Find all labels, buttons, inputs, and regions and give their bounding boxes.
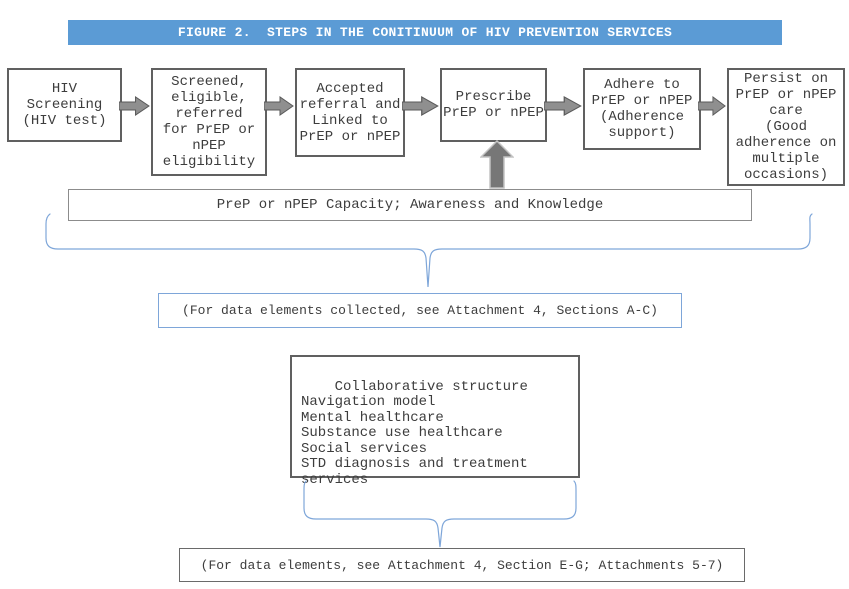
- right-arrow-icon: [119, 96, 150, 116]
- data-elements-note-top: (For data elements collected, see Attach…: [182, 303, 658, 318]
- flow-step-box-prescribe: Prescribe PrEP or nPEP: [440, 68, 547, 142]
- flow-step-label: Adhere to PrEP or nPEP (Adherence suppor…: [591, 77, 693, 141]
- flow-step-box-screened-eligible: Screened, eligible, referred for PrEP or…: [151, 68, 267, 176]
- figure-title-banner: FIGURE 2. STEPS IN THE CONITINUUM OF HIV…: [68, 20, 782, 45]
- flow-step-box-persist: Persist on PrEP or nPEP care (Good adher…: [727, 68, 845, 186]
- flow-step-box-hiv-screening: HIV Screening (HIV test): [7, 68, 122, 142]
- figure-title: FIGURE 2. STEPS IN THE CONITINUUM OF HIV…: [177, 25, 673, 40]
- right-arrow-icon: [264, 96, 294, 116]
- data-elements-note-top-box: (For data elements collected, see Attach…: [158, 293, 682, 328]
- data-elements-note-bottom-box: (For data elements, see Attachment 4, Se…: [179, 548, 745, 582]
- capacity-awareness-box: PreP or nPEP Capacity; Awareness and Kno…: [68, 189, 752, 221]
- flow-step-label: HIV Screening (HIV test): [22, 81, 107, 129]
- up-arrow-icon: [480, 140, 514, 189]
- capacity-awareness-label: PreP or nPEP Capacity; Awareness and Kno…: [216, 197, 604, 213]
- right-arrow-icon: [544, 96, 582, 116]
- flow-step-label: Persist on PrEP or nPEP care (Good adher…: [735, 71, 837, 183]
- flow-step-box-accepted-referral: Accepted referral and Linked to PrEP or …: [295, 68, 405, 157]
- support-services-list: Collaborative structure Navigation model…: [301, 378, 528, 488]
- curly-brace-bottom-icon: [303, 480, 577, 548]
- flow-step-label: Prescribe PrEP or nPEP: [443, 89, 544, 121]
- data-elements-note-bottom: (For data elements, see Attachment 4, Se…: [200, 557, 724, 573]
- right-arrow-icon: [402, 96, 439, 116]
- flow-step-label: Screened, eligible, referred for PrEP or…: [162, 74, 256, 170]
- flow-step-label: Accepted referral and Linked to PrEP or …: [299, 80, 401, 145]
- support-services-box: Collaborative structure Navigation model…: [290, 355, 580, 487]
- flow-step-box-adhere: Adhere to PrEP or nPEP (Adherence suppor…: [583, 68, 701, 150]
- right-arrow-icon: [698, 96, 726, 116]
- curly-brace-top-icon: [45, 213, 813, 288]
